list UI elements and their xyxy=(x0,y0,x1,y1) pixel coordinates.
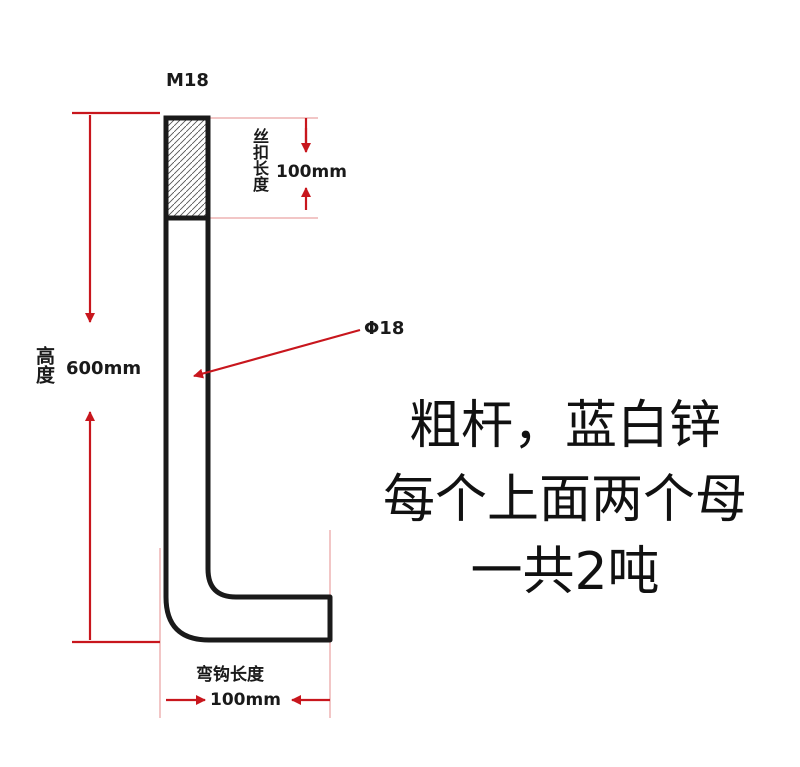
threaded-section xyxy=(163,115,211,221)
thread-length-label: 丝扣长度 xyxy=(250,128,269,192)
note-line-2: 每个上面两个母 xyxy=(382,470,747,530)
note-line-1: 粗杆，蓝白锌 xyxy=(408,396,721,456)
bolt-shank xyxy=(163,215,333,643)
note-line-3: 一共2吨 xyxy=(470,542,660,602)
height-label: 高度 xyxy=(33,346,55,384)
diameter-leader xyxy=(193,328,361,379)
hook-length-label: 弯钩长度 xyxy=(196,665,264,685)
extension-lines xyxy=(159,117,331,718)
height-value: 600mm xyxy=(66,358,142,379)
hook-length-value: 100mm xyxy=(210,690,281,710)
diameter-label: Φ18 xyxy=(364,318,405,339)
thread-length-value: 100mm xyxy=(276,162,347,182)
height-dimension xyxy=(72,111,160,644)
thread-spec-label: M18 xyxy=(166,70,209,91)
bolt-body xyxy=(163,115,333,643)
